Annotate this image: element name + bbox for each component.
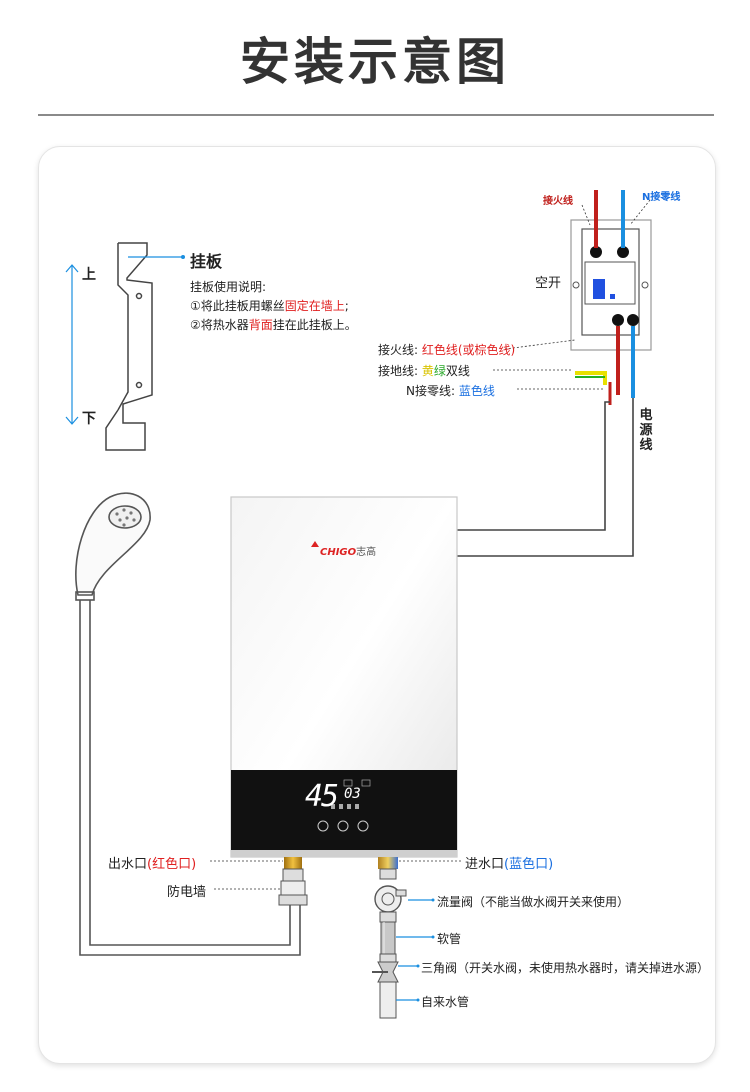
bracket-label: 挂板 — [190, 252, 223, 271]
outlet-label: 出水口(红色口) — [108, 857, 197, 872]
anti-shock-wall-label: 防电墙 — [167, 885, 207, 900]
power-cord-label: 电源线 — [639, 408, 653, 453]
water-pipe-label: 自来水管 — [421, 995, 470, 1009]
down-label: 下 — [82, 411, 96, 427]
circuit-breaker — [570, 219, 652, 351]
shower-head — [75, 492, 301, 956]
instruction-step-2: ②将热水器背面挂在此挂板上。 — [190, 318, 357, 332]
heater-flow-display: 03 — [344, 786, 361, 802]
inlet-label: 进水口(蓝色口) — [465, 857, 554, 872]
instruction-step-1: ①将此挂板用螺丝固定在墙上; — [190, 299, 349, 313]
hose-label: 软管 — [437, 932, 462, 946]
live-wire-label: 接火线: 红色线(或棕色线) — [378, 343, 516, 357]
up-down-arrow — [65, 264, 79, 425]
page-title: 安装示意图 — [240, 33, 510, 91]
neutral-wire-label: N接零线: 蓝色线 — [406, 384, 495, 398]
heater-brand: CHIGO志高 — [320, 547, 377, 558]
ground-wire-label: 接地线: 黄绿双线 — [378, 364, 470, 378]
instructions-title: 挂板使用说明: — [190, 280, 267, 294]
breaker-live-label: 接火线 — [543, 196, 573, 207]
heater-temperature-display: 45 — [305, 779, 339, 814]
heater-power-button[interactable] — [338, 821, 348, 831]
heater-down-button[interactable] — [318, 821, 328, 831]
mounting-bracket — [105, 242, 153, 451]
flow-valve-label: 流量阀（不能当做水阀开关来使用） — [437, 895, 630, 909]
breaker-label: 空开 — [535, 276, 562, 291]
water-heater — [230, 496, 458, 858]
title-divider — [38, 114, 714, 116]
angle-valve-label: 三角阀（开关水阀，未使用热水器时，请关掉进水源） — [421, 961, 710, 975]
breaker-neutral-label: N接零线 — [642, 192, 681, 203]
up-label: 上 — [82, 267, 96, 283]
heater-up-button[interactable] — [358, 821, 368, 831]
